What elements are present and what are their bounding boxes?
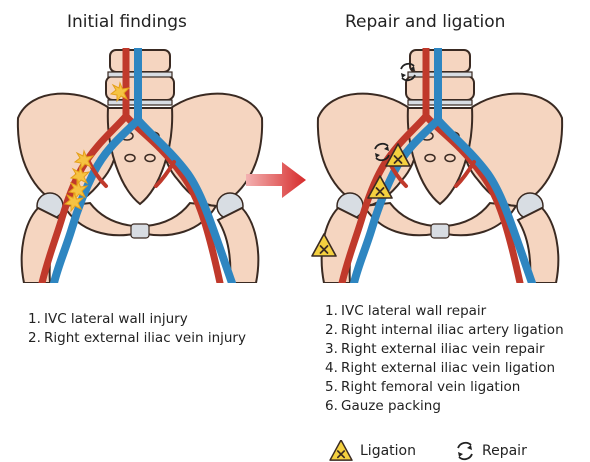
list-item: 3.Right external iliac vein repair [325,340,585,359]
procedures-list: 1.IVC lateral wall repair 2.Right intern… [325,302,585,416]
legend-ligation-label: Ligation [360,443,416,459]
list-item: 6.Gauze packing [325,397,585,416]
pelvis-diagram-repair [310,48,570,283]
list-item: 2.Right external iliac vein injury [28,329,258,348]
list-item: 1.IVC lateral wall injury [28,310,258,329]
list-item: 2.Right internal iliac artery ligation [325,321,585,340]
ligation-icon [328,440,354,462]
list-item: 5.Right femoral vein ligation [325,378,585,397]
transition-arrow-icon [244,158,308,202]
pelvis-diagram-initial [10,48,270,283]
legend-repair-label: Repair [482,443,527,459]
right-panel-title: Repair and ligation [345,12,505,32]
legend-repair: Repair [454,440,527,462]
left-panel-title: Initial findings [67,12,187,32]
repair-icon [454,440,476,462]
legend-ligation: Ligation [328,440,416,462]
list-item: 1.IVC lateral wall repair [325,302,585,321]
list-item: 4.Right external iliac vein ligation [325,359,585,378]
findings-list: 1.IVC lateral wall injury 2.Right extern… [28,310,258,348]
